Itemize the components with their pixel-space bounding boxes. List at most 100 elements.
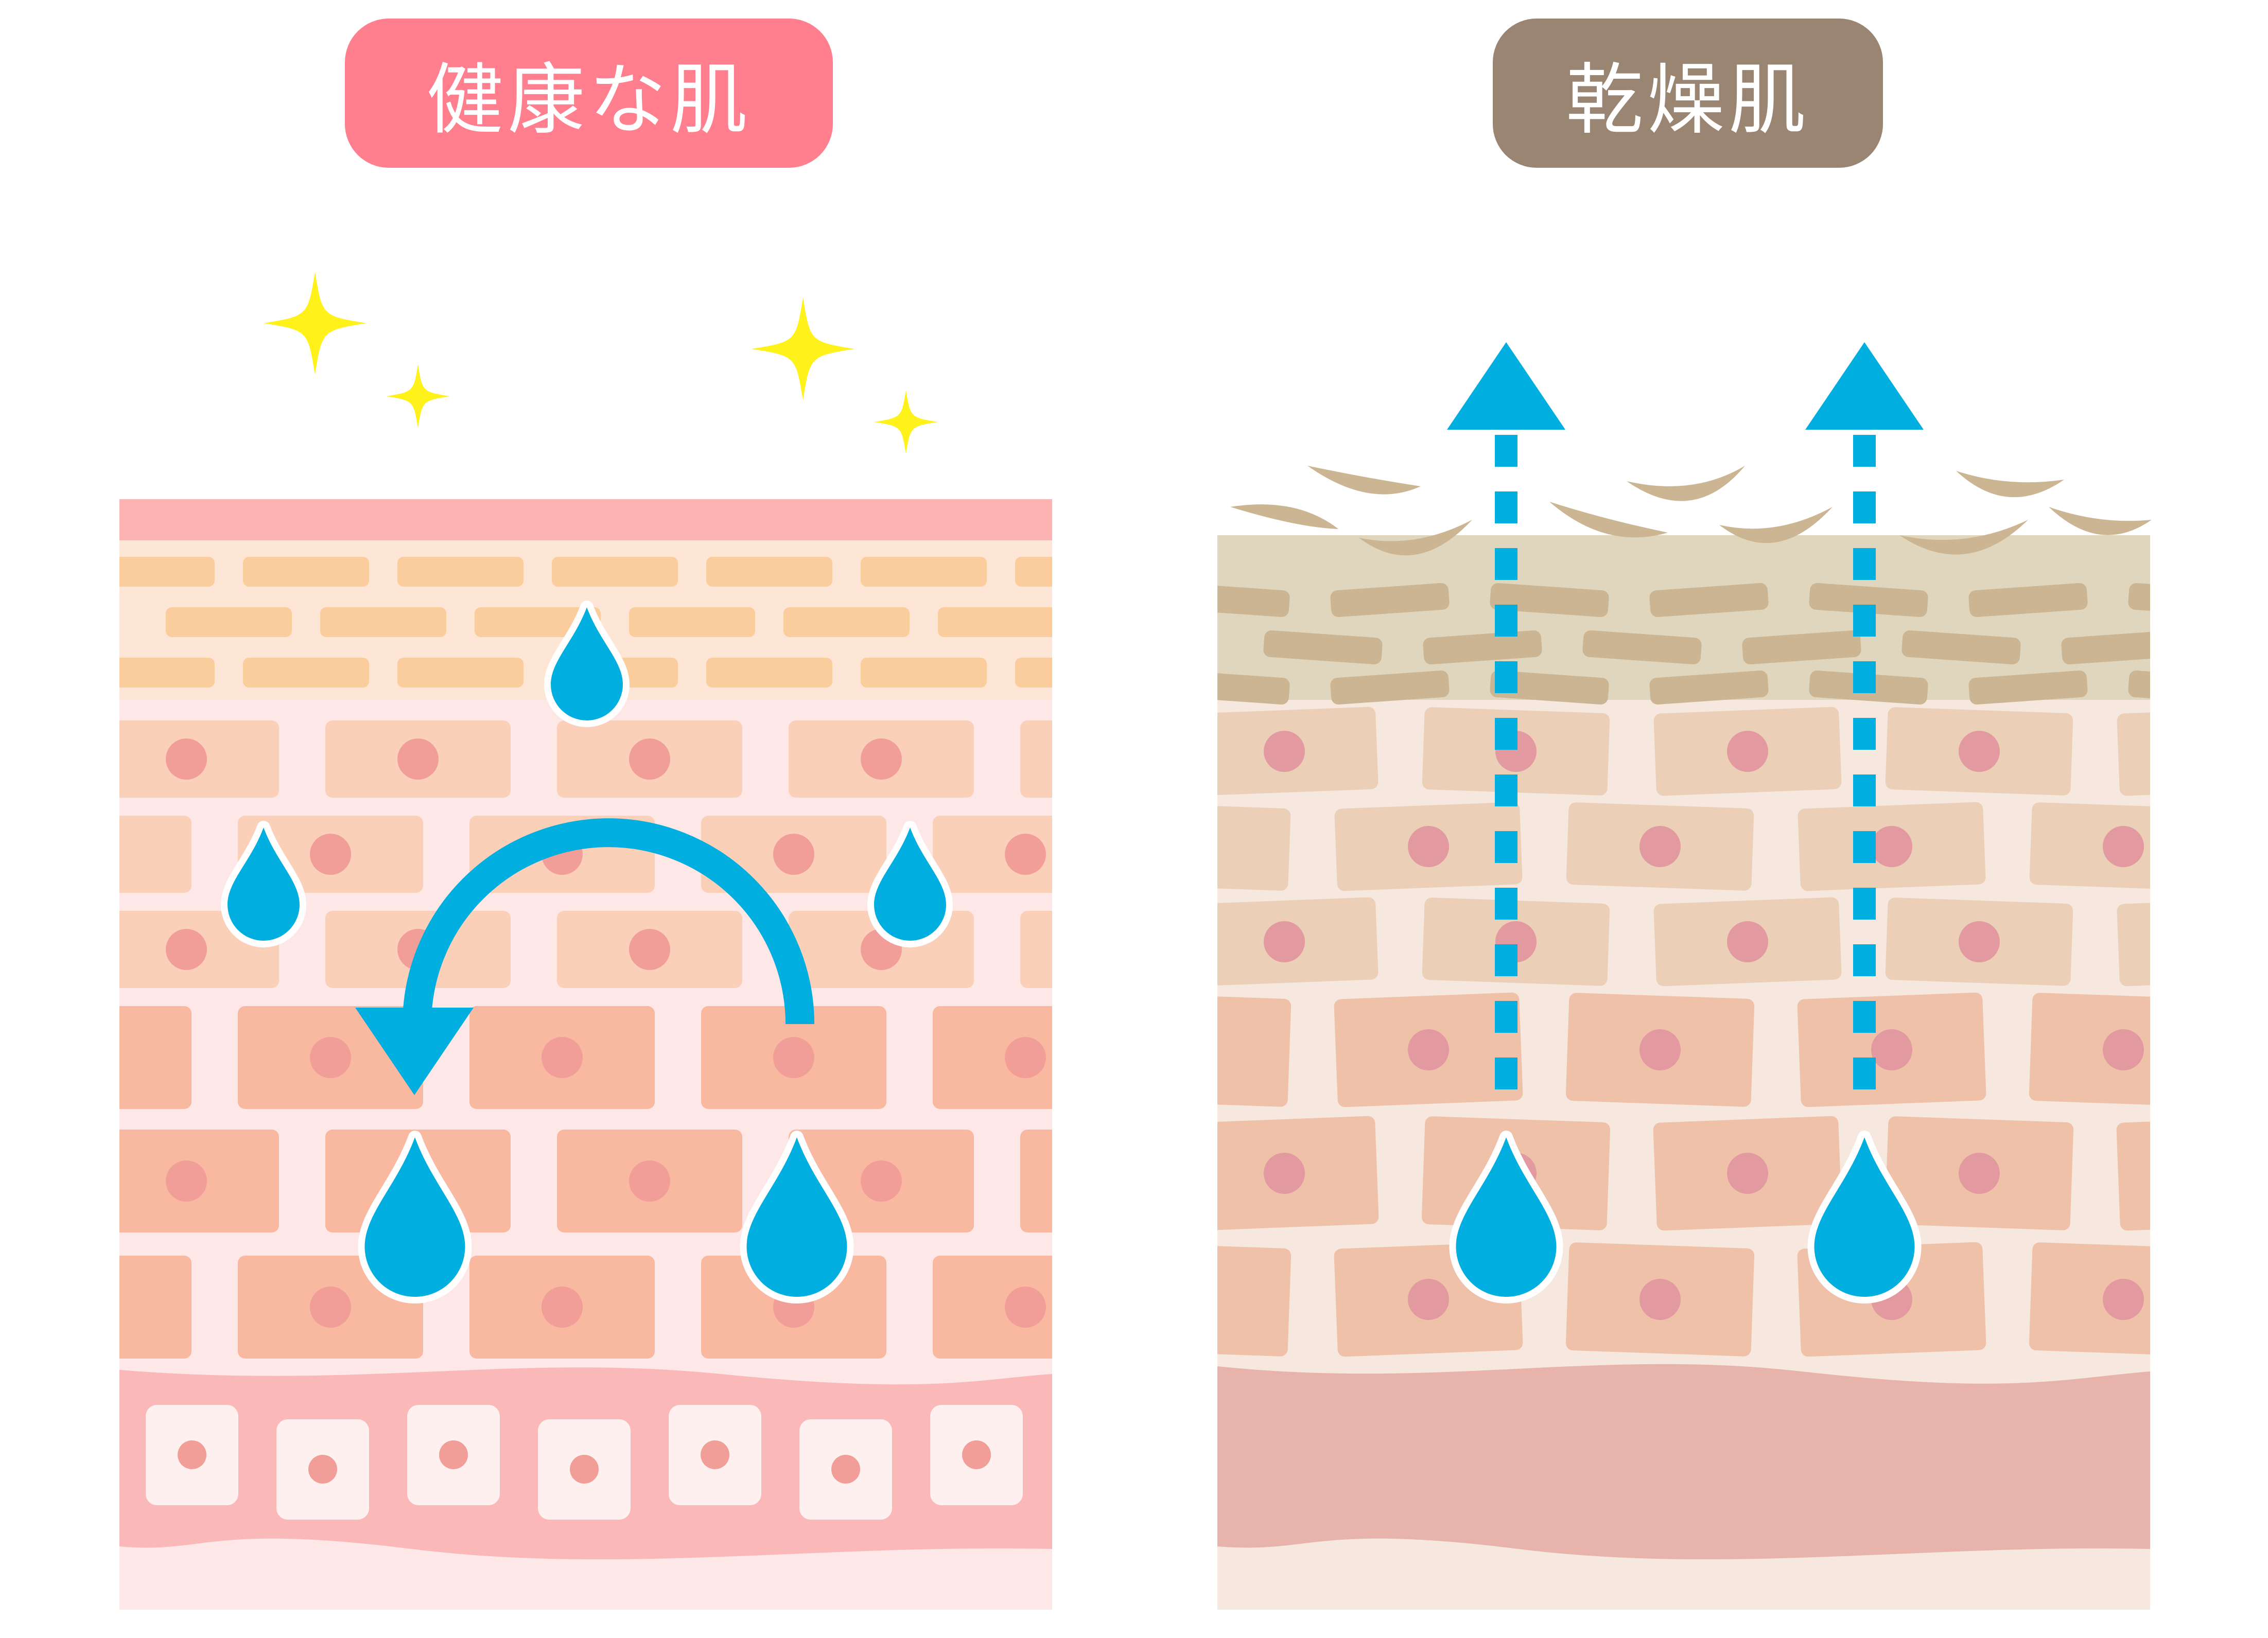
skin-cell-icon xyxy=(469,1006,655,1109)
horny-cell xyxy=(1809,583,1928,618)
skin-cell-icon xyxy=(407,1405,500,1505)
skin-flake xyxy=(1899,520,2028,555)
skin-flake xyxy=(1719,507,1833,543)
skin-cell-icon xyxy=(276,1419,369,1520)
horny-cell xyxy=(1742,630,1861,665)
upward-arrow-icon xyxy=(1447,342,1565,1114)
horny-cell xyxy=(1582,630,1702,665)
skin-flake xyxy=(1627,466,1745,501)
horny-cell xyxy=(1015,557,1052,587)
skin-cell-icon xyxy=(930,1405,1023,1505)
horny-cell xyxy=(938,607,1052,637)
water-drop-icon xyxy=(544,601,630,727)
horny-cell xyxy=(119,557,215,587)
skin-cell-icon xyxy=(119,1006,191,1109)
horny-cell xyxy=(166,607,292,637)
skin-flake xyxy=(1956,471,2064,498)
skin-cell-icon xyxy=(1798,802,1986,891)
skin-flake xyxy=(1549,502,1668,538)
skin-flake xyxy=(1359,520,1472,556)
skin-cell-icon xyxy=(557,720,742,798)
skin-cell-icon xyxy=(557,1130,742,1232)
skin-cell-icon xyxy=(469,1256,655,1359)
skin-cell-icon xyxy=(669,1405,761,1505)
horny-cell xyxy=(1330,670,1450,705)
healthy-skin-label: 健康な肌 xyxy=(345,19,833,168)
skin-cell-icon xyxy=(2117,897,2150,987)
horny-cell xyxy=(1649,583,1769,618)
skin-cell-icon xyxy=(1217,802,1291,891)
skin-cell-icon xyxy=(1334,992,1523,1107)
skin-cell-icon xyxy=(1885,707,2073,796)
horny-cell xyxy=(1968,670,2088,705)
skin-cell-icon xyxy=(2029,993,2150,1107)
upward-arrow-icon xyxy=(1805,342,1924,1114)
skin-cell-icon xyxy=(1422,897,1610,986)
skin-cell-icon xyxy=(933,1006,1052,1109)
horny-cell xyxy=(1217,583,1290,618)
skin-cell-icon xyxy=(1653,707,1842,796)
skin-cell-icon xyxy=(933,816,1052,893)
horny-cell xyxy=(1263,630,1383,665)
skin-cell-icon xyxy=(1566,802,1754,891)
skin-cell-icon xyxy=(1217,707,1379,796)
skin-cell-icon xyxy=(2117,707,2150,796)
healthy-skin-overlays xyxy=(221,272,953,1304)
horny-layer xyxy=(1217,535,2150,700)
water-drop-icon xyxy=(358,1131,472,1304)
skin-cell-icon xyxy=(1020,720,1052,798)
skin-cell-icon xyxy=(1565,1242,1755,1357)
skin-cell-icon xyxy=(933,1256,1052,1359)
horny-cell xyxy=(861,658,987,688)
skin-cell-icon xyxy=(1885,897,2073,986)
skin-flake xyxy=(1230,504,1338,529)
horny-cell xyxy=(119,658,215,688)
sparkle-icon xyxy=(752,297,854,400)
horny-cell xyxy=(629,607,755,637)
skin-cell-icon xyxy=(1653,897,1842,987)
sparkle-icon xyxy=(386,364,450,428)
skin-cell-icon xyxy=(799,1419,892,1520)
horny-cell xyxy=(552,557,678,587)
sparkle-icon xyxy=(874,390,938,454)
horny-cell xyxy=(2061,630,2150,665)
skin-cell-icon xyxy=(538,1419,631,1520)
skin-cell-icon xyxy=(701,1006,886,1109)
skin-cell-icon xyxy=(1565,993,1755,1107)
basal-layer xyxy=(1217,1364,2150,1560)
skin-cell-icon xyxy=(119,816,191,893)
horny-cell xyxy=(397,658,524,688)
skin-cell-icon xyxy=(119,720,279,798)
dry-skin-label: 乾燥肌 xyxy=(1493,19,1883,168)
dry-skin-cross-section xyxy=(1217,535,2150,1610)
skin-surface-layer xyxy=(119,499,1052,540)
skin-flake xyxy=(2049,507,2152,535)
skin-cell-icon xyxy=(1653,1116,1842,1231)
horny-cell xyxy=(1217,670,1290,705)
horny-cell xyxy=(1490,670,1609,705)
skin-cell-icon xyxy=(2029,1242,2150,1357)
healthy-skin-label-text: 健康な肌 xyxy=(426,55,752,145)
skin-flake xyxy=(1307,466,1421,495)
water-drop-icon xyxy=(221,821,306,947)
dry-skin-overlays xyxy=(1230,342,2152,1304)
horny-cell xyxy=(320,607,446,637)
skin-cell-icon xyxy=(1217,993,1292,1107)
skin-cell-icon xyxy=(1217,897,1379,987)
horny-cell xyxy=(1423,630,1542,665)
skin-cell-icon xyxy=(557,911,742,988)
horny-cell xyxy=(1968,583,2088,618)
skin-cell-icon xyxy=(1334,802,1523,891)
water-drop-icon xyxy=(1807,1131,1922,1304)
skin-cell-icon xyxy=(1797,992,1986,1107)
skin-cell-icon xyxy=(1217,1116,1379,1231)
circular-arrow-icon xyxy=(355,818,814,1095)
dry-skin-label-text: 乾燥肌 xyxy=(1565,55,1810,145)
sparkle-icon xyxy=(264,272,367,375)
horny-cell xyxy=(1490,583,1609,618)
horny-cell xyxy=(397,557,524,587)
horny-cell xyxy=(861,557,987,587)
skin-cell-icon xyxy=(2029,802,2150,891)
skin-cell-icon xyxy=(119,1130,279,1232)
